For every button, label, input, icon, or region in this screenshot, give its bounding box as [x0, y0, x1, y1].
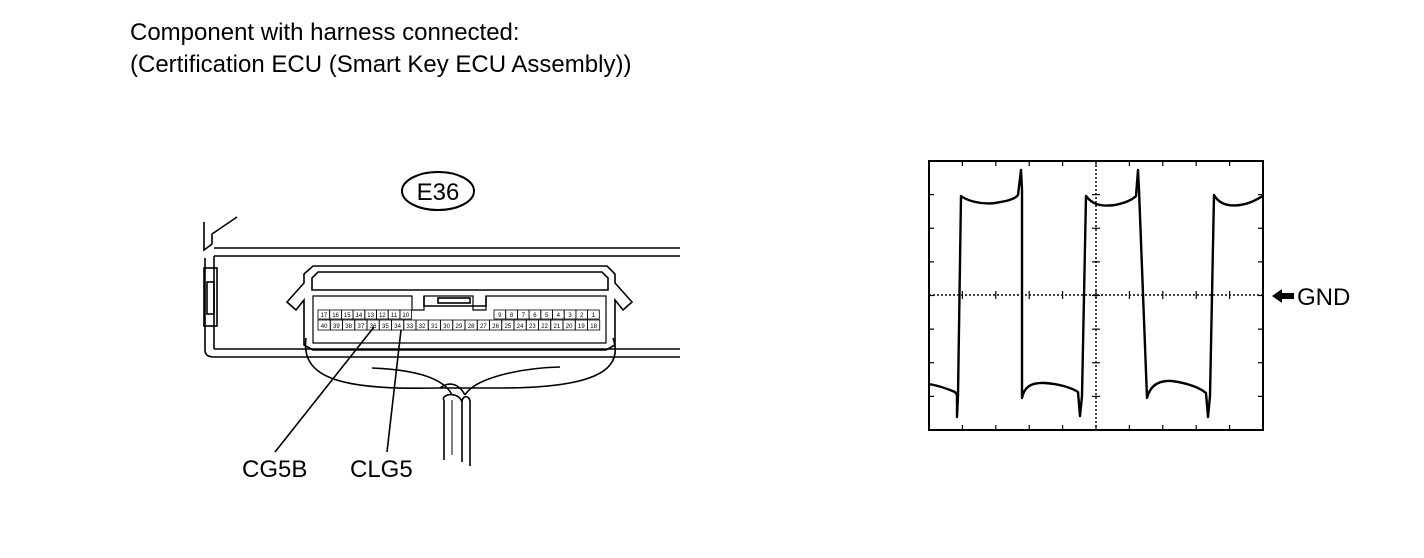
connector-code-badge: E36	[401, 171, 475, 211]
pin-number: 21	[554, 324, 561, 330]
pin-number: 25	[505, 324, 512, 330]
pin-number: 1	[592, 313, 596, 319]
pin-number: 33	[407, 324, 414, 330]
pin-number: 32	[419, 324, 426, 330]
pin-number: 20	[566, 324, 573, 330]
pin-number: 29	[456, 324, 463, 330]
pin-number: 34	[394, 324, 401, 330]
connector-body	[285, 265, 634, 351]
pin-number: 38	[345, 324, 352, 330]
pin-number: 22	[541, 324, 548, 330]
waveform-trace	[928, 168, 1264, 419]
pin-number: 5	[545, 313, 549, 319]
pin-number: 11	[391, 313, 398, 319]
gnd-label: GND	[1297, 284, 1350, 311]
wire-harness	[304, 337, 616, 466]
pin-number: 31	[431, 324, 438, 330]
pin-number: 3	[568, 313, 572, 319]
pin-cell	[399, 309, 412, 320]
pin-number: 7	[522, 313, 526, 319]
pin-cell	[587, 309, 600, 320]
arrow-left-icon	[1272, 289, 1294, 303]
pin-number: 9	[498, 313, 502, 319]
pin-number: 14	[356, 313, 363, 319]
pin-number: 26	[492, 324, 499, 330]
pin-number: 27	[480, 324, 487, 330]
pin-number: 12	[379, 313, 386, 319]
pin-number: 39	[333, 324, 340, 330]
pin-number: 23	[529, 324, 536, 330]
pin-number: 40	[321, 324, 328, 330]
ecu-housing	[203, 216, 680, 358]
pin-number: 4	[557, 313, 561, 319]
pin-number: 10	[402, 313, 409, 319]
terminal-label-clg5: CLG5	[350, 456, 413, 483]
pin-number: 2	[580, 313, 584, 319]
pin-number: 13	[367, 313, 374, 319]
pin-number: 15	[344, 313, 351, 319]
caption-line-1: Component with harness connected:	[130, 19, 520, 46]
pin-number: 6	[533, 313, 537, 319]
terminal-label-cg5b: CG5B	[242, 456, 307, 483]
pin-number: 19	[578, 324, 585, 330]
leader-lines	[274, 326, 402, 453]
gnd-marker: GND	[1272, 284, 1350, 311]
pin-number: 28	[468, 324, 475, 330]
connector-code: E36	[417, 179, 460, 206]
pin-number: 24	[517, 324, 524, 330]
pin-number: 35	[382, 324, 389, 330]
oscilloscope-screen	[928, 160, 1264, 431]
pin-number: 18	[590, 324, 597, 330]
pin-number: 8	[510, 313, 514, 319]
pin-number: 16	[332, 313, 339, 319]
pin-row-top-left: 17 16 15 14 13 12 11 10	[317, 309, 412, 320]
pin-cell	[587, 319, 601, 331]
pin-number: 17	[321, 313, 328, 319]
pin-number: 37	[358, 324, 365, 330]
caption-line-2: (Certification ECU (Smart Key ECU Assemb…	[130, 51, 632, 78]
pin-number: 30	[443, 324, 450, 330]
pin-row-top-right: 9 8 7 6 5 4 3 2 1	[493, 309, 600, 320]
